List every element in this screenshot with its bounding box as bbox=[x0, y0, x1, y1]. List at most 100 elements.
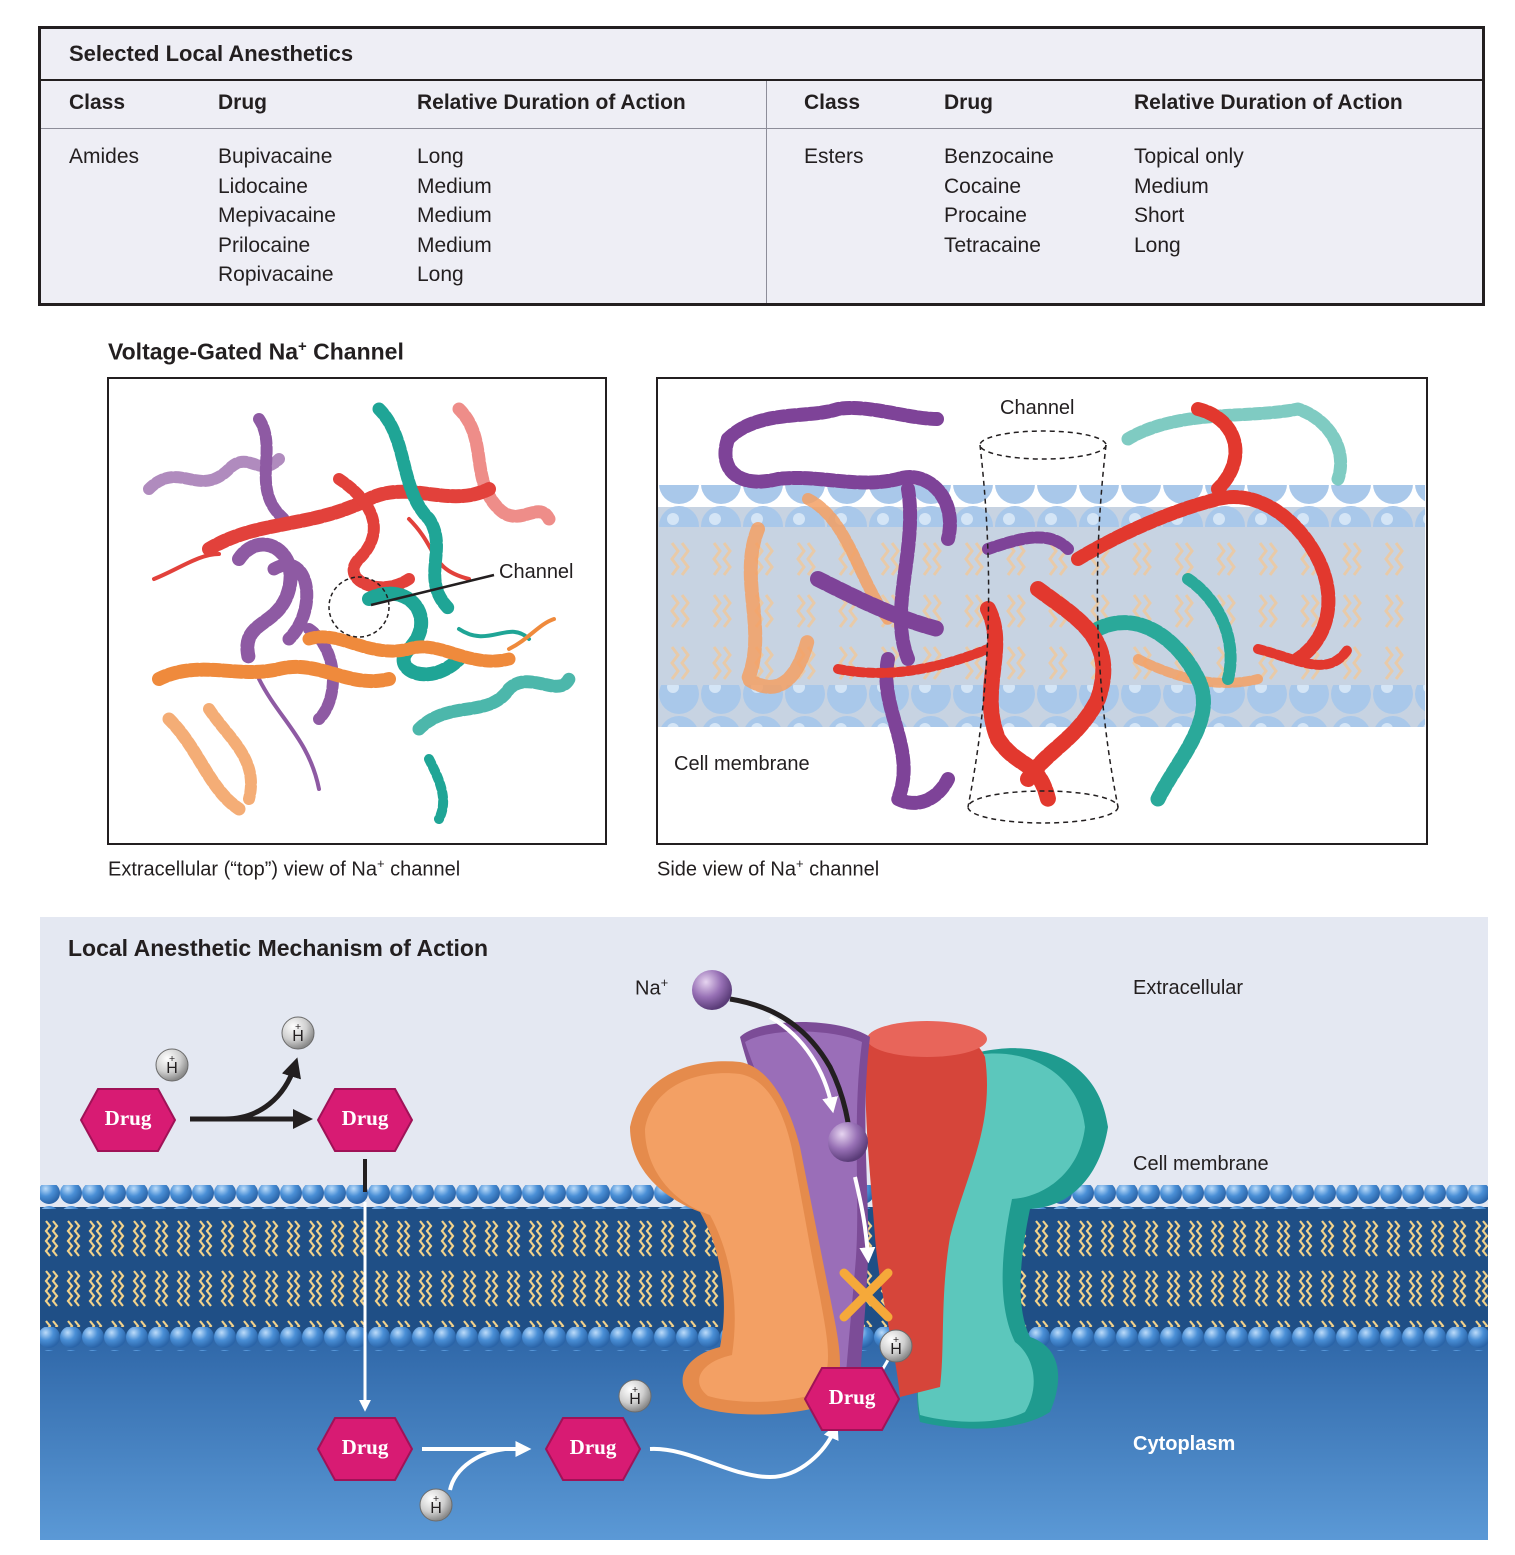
h-ion-label: H+ bbox=[419, 1494, 453, 1517]
table-cell: Long bbox=[1134, 233, 1181, 257]
channel-section-title: Voltage-Gated Na+ Channel bbox=[108, 338, 404, 366]
amides-drug-list: Bupivacaine Lidocaine Mepivacaine Priloc… bbox=[218, 142, 336, 290]
drug-label: Drug bbox=[104, 1106, 152, 1130]
mechanism-title: Local Anesthetic Mechanism of Action bbox=[68, 935, 489, 961]
side-view-channel-label: Channel bbox=[1000, 397, 1075, 419]
top-view-channel-label: Channel bbox=[499, 561, 574, 583]
drug-neutral-extracellular: Drug bbox=[316, 1087, 414, 1153]
amides-class: Amides bbox=[69, 145, 140, 168]
header-drug-left: Drug bbox=[218, 91, 267, 114]
h-ion-icon bbox=[419, 1488, 453, 1522]
extracellular-label: Extracellular bbox=[1133, 977, 1244, 999]
side-view-panel: Channel Cell membrane bbox=[656, 377, 1428, 845]
h-text: H bbox=[292, 1028, 304, 1045]
table-cell: Long bbox=[417, 145, 464, 168]
caption-text-suffix: channel bbox=[803, 858, 880, 881]
top-view-caption: Extracellular (“top”) view of Na+ channe… bbox=[108, 856, 460, 882]
table-title-rule bbox=[41, 79, 1482, 81]
table-cell: Topical only bbox=[1134, 145, 1244, 168]
table-cell: Prilocaine bbox=[218, 233, 311, 257]
drug-hexagon-icon bbox=[544, 1417, 642, 1481]
table-cell: Procaine bbox=[944, 204, 1027, 227]
table-cell: Lidocaine bbox=[218, 174, 308, 198]
h-sup: + bbox=[432, 1494, 440, 1505]
orange-subunit bbox=[152, 617, 556, 816]
h-ion-label: H+ bbox=[155, 1054, 189, 1077]
h-ion-label: H+ bbox=[618, 1385, 652, 1408]
table-cell: Long bbox=[417, 263, 464, 286]
drug-hexagon-icon bbox=[803, 1367, 901, 1431]
drug-label: Drug bbox=[828, 1385, 876, 1409]
h-sup: + bbox=[631, 1385, 639, 1396]
h-text: H bbox=[629, 1391, 641, 1408]
drug-hexagon-icon bbox=[316, 1417, 414, 1481]
esters-drug-list: Benzocaine Cocaine Procaine Tetracaine bbox=[944, 142, 1054, 260]
title-sup: + bbox=[298, 338, 307, 355]
h-ion-label: H+ bbox=[281, 1022, 315, 1045]
red-subunit bbox=[152, 402, 556, 594]
table-cell: Medium bbox=[417, 174, 492, 198]
h-ion-icon bbox=[618, 1379, 652, 1413]
membrane-tails bbox=[658, 539, 1425, 695]
side-view-membrane-label: Cell membrane bbox=[674, 753, 810, 775]
side-view-protein-illustration bbox=[658, 401, 1425, 824]
channel-outline bbox=[967, 430, 1119, 824]
membrane-heads-bottom bbox=[658, 685, 1425, 727]
channel-leader-line bbox=[370, 573, 495, 607]
drug-hexagon-icon bbox=[79, 1088, 177, 1152]
h-sup: + bbox=[892, 1335, 900, 1346]
cell-membrane-label: Cell membrane bbox=[1133, 1153, 1269, 1175]
h-ion-icon bbox=[155, 1048, 189, 1082]
side-view-caption: Side view of Na+ channel bbox=[657, 856, 879, 882]
title-text-suffix: Channel bbox=[306, 338, 404, 365]
table-title: Selected Local Anesthetics bbox=[69, 41, 354, 66]
header-drug-right: Drug bbox=[944, 91, 993, 114]
caption-text: Side view of Na bbox=[657, 858, 796, 881]
drug-label: Drug bbox=[341, 1106, 389, 1130]
block-x-icon bbox=[839, 1268, 893, 1322]
teal-subunit bbox=[1090, 402, 1348, 807]
sodium-channel-protein bbox=[630, 1021, 1108, 1429]
header-duration-right: Relative Duration of Action bbox=[1134, 91, 1403, 114]
table-column-divider bbox=[766, 81, 767, 303]
na-arrow-in bbox=[769, 1015, 838, 1114]
h-ion-bound-channel: H+ bbox=[879, 1329, 913, 1363]
anesthetics-table: Selected Local Anesthetics Class Drug Re… bbox=[38, 26, 1485, 306]
h-ion-bound-extracellular: H+ bbox=[155, 1048, 189, 1082]
table-cell: Cocaine bbox=[944, 174, 1022, 198]
h-text: H bbox=[890, 1341, 902, 1358]
h-ion-icon bbox=[879, 1329, 913, 1363]
drug-bound-channel: Drug bbox=[803, 1366, 901, 1432]
h-sup: + bbox=[294, 1022, 302, 1033]
table-cell: Medium bbox=[1134, 174, 1209, 198]
h-text: H bbox=[430, 1500, 442, 1517]
caption-text: Extracellular (“top”) view of Na bbox=[108, 858, 377, 881]
table-cell: Mepivacaine bbox=[218, 204, 336, 227]
top-view-protein-illustration bbox=[143, 402, 576, 824]
na-ion-label: Na+ bbox=[635, 975, 668, 1001]
esters-duration-list: Topical only Medium Short Long bbox=[1134, 142, 1244, 260]
h-ion-bound-cytoplasm: H+ bbox=[618, 1379, 652, 1413]
teal-subunit bbox=[362, 402, 576, 824]
purple-subunit bbox=[718, 401, 1074, 810]
drug-label: Drug bbox=[569, 1435, 617, 1459]
red-subunit bbox=[833, 402, 1353, 807]
mechanism-panel: Local Anesthetic Mechanism of Action Ext… bbox=[40, 917, 1488, 1540]
channel-pore-marker bbox=[328, 576, 390, 638]
cytoplasm-label: Cytoplasm bbox=[1133, 1433, 1236, 1455]
table-cell: Tetracaine bbox=[944, 233, 1041, 257]
na-ion-icon bbox=[692, 970, 732, 1010]
caption-sup: + bbox=[795, 856, 804, 871]
na-ion-in-channel-icon bbox=[828, 1122, 868, 1162]
na-text: Na bbox=[635, 977, 661, 1000]
drug-protonated-cytoplasm: Drug bbox=[544, 1416, 642, 1482]
caption-sup: + bbox=[376, 856, 385, 871]
table-cell: Ropivacaine bbox=[218, 263, 334, 286]
drug-protonated-extracellular: Drug bbox=[79, 1087, 177, 1153]
header-class-right: Class bbox=[804, 91, 861, 114]
na-sup: + bbox=[660, 975, 669, 990]
table-cell: Medium bbox=[417, 204, 492, 227]
h-ion-released: H+ bbox=[281, 1016, 315, 1050]
caption-text-suffix: channel bbox=[384, 858, 461, 881]
membrane-heads-top bbox=[658, 485, 1425, 527]
